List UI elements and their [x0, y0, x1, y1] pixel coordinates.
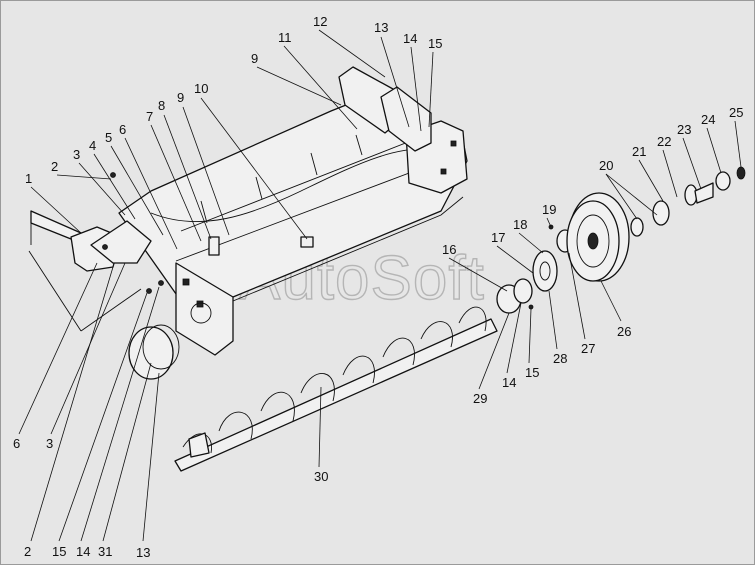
callout-number: 13: [374, 20, 388, 35]
callout-number: 9: [177, 90, 184, 105]
callout-number: 6: [119, 122, 126, 137]
callout-number: 2: [24, 544, 31, 559]
callout-number: 2: [51, 159, 58, 174]
callout-number: 22: [657, 134, 671, 149]
callout-number: 14: [502, 375, 516, 390]
callout-number: 15: [525, 365, 539, 380]
callout-number: 18: [513, 217, 527, 232]
right-end-hardware: [496, 166, 746, 314]
callout-number: 28: [553, 351, 567, 366]
callout-number: 29: [473, 391, 487, 406]
callout-number: 24: [701, 112, 715, 127]
callout-number: 3: [73, 147, 80, 162]
callout-number: 11: [278, 30, 292, 45]
callout-number: 13: [136, 545, 150, 560]
callout-number: 23: [677, 122, 691, 137]
callout-number: 7: [146, 109, 153, 124]
callout-number: 9: [251, 51, 258, 66]
callout-number: 30: [314, 469, 328, 484]
callout-number: 6: [13, 436, 20, 451]
leader-lines: [18, 29, 742, 542]
callout-number: 20: [599, 158, 613, 173]
callout-number: 12: [313, 14, 327, 29]
callout-number: 4: [89, 138, 96, 153]
auger-screw: [174, 306, 498, 472]
callout-number: 27: [581, 341, 595, 356]
callout-number: 26: [617, 324, 631, 339]
callout-number: 25: [729, 105, 743, 120]
callout-number: 17: [491, 230, 505, 245]
callout-number: 5: [105, 130, 112, 145]
trough-housing: [118, 66, 468, 356]
callout-number: 14: [403, 31, 417, 46]
left-bearing-cup: [128, 280, 180, 380]
callout-number: 14: [76, 544, 90, 559]
callout-number: 3: [46, 436, 53, 451]
callout-number: 21: [632, 144, 646, 159]
callout-number: 15: [52, 544, 66, 559]
callout-number: 15: [428, 36, 442, 51]
callout-number: 16: [442, 242, 456, 257]
callout-number: 31: [98, 544, 112, 559]
callout-number: 19: [542, 202, 556, 217]
callout-number: 1: [25, 171, 32, 186]
left-bracket-assembly: [28, 172, 152, 332]
callout-number: 8: [158, 98, 165, 113]
callout-number: 10: [194, 81, 208, 96]
